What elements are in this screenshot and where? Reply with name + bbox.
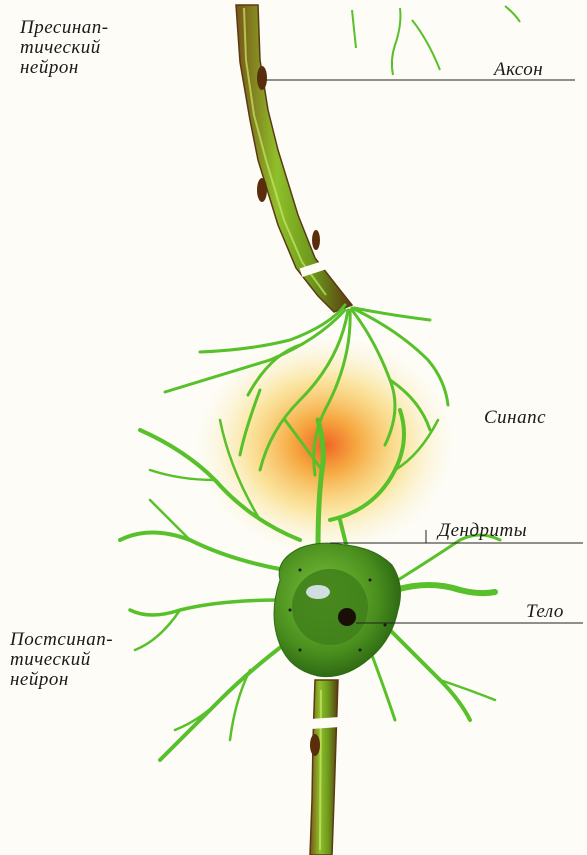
label-postsynaptic-neuron: Постсинап- тический нейрон [10, 630, 113, 690]
postsynaptic-line-2: тический [10, 650, 113, 670]
postsynaptic-line-1: Постсинап- [10, 630, 113, 650]
postsynaptic-line-3: нейрон [10, 670, 113, 690]
postsynaptic-axon [305, 680, 346, 855]
label-dendrites: Дендриты [438, 521, 527, 541]
presynaptic-axon [236, 5, 352, 312]
presynaptic-line-3: нейрон [20, 58, 109, 78]
presynaptic-line-1: Пресинап- [20, 18, 109, 38]
label-synapse: Синапс [484, 408, 546, 428]
label-axon: Аксон [494, 60, 543, 80]
presynaptic-line-2: тический [20, 38, 109, 58]
label-presynaptic-neuron: Пресинап- тический нейрон [20, 18, 109, 78]
label-body: Тело [526, 602, 564, 622]
cell-body [274, 543, 400, 677]
